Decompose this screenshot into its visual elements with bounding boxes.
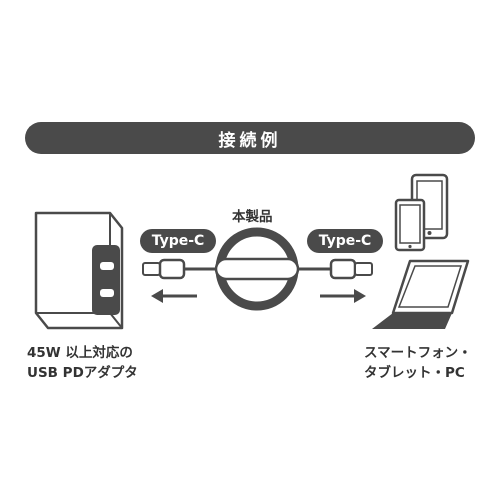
target-device-line-2: タブレット・PC <box>364 365 465 381</box>
arrow-left-icon <box>151 289 197 303</box>
section-title-bar: 接続例 <box>25 122 475 154</box>
source-device-line-2: USB PDアダプタ <box>27 365 138 381</box>
product-label: 本製品 <box>232 209 273 225</box>
type-c-right-text: Type-C <box>318 233 372 249</box>
type-c-label-right: Type-C <box>307 229 383 253</box>
laptop-icon <box>372 259 470 329</box>
ac-adapter-icon <box>34 211 124 330</box>
target-device-label: スマートフォン・ タブレット・PC <box>364 343 472 383</box>
usb-c-plug-icon-right <box>298 258 373 280</box>
arrow-right-icon <box>320 289 366 303</box>
section-title: 接続例 <box>218 130 282 151</box>
source-device-label: 45W 以上対応の USB PDアダプタ <box>27 343 138 383</box>
target-device-line-1: スマートフォン・ <box>364 345 472 361</box>
source-device-line-1: 45W 以上対応の <box>27 345 133 361</box>
type-c-label-left: Type-C <box>140 229 216 253</box>
usb-c-plug-icon-left <box>142 258 217 280</box>
retractable-cable-icon <box>214 227 300 311</box>
tablet-icon <box>394 198 426 252</box>
type-c-left-text: Type-C <box>151 233 205 249</box>
